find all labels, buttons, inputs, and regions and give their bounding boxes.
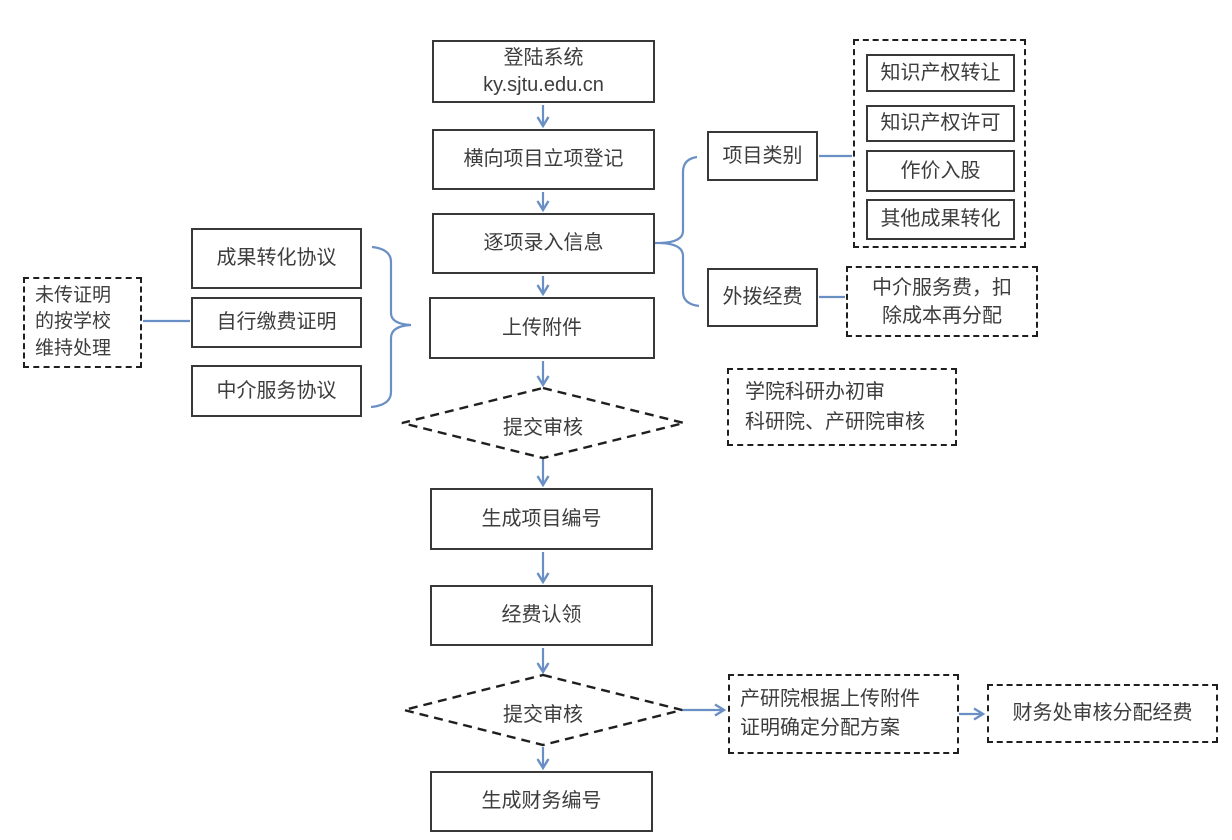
brace-right-branches <box>660 155 700 308</box>
outbound-funds-label: 外拨经费 <box>722 286 803 308</box>
node-project-number: 生成项目编号 <box>430 488 653 550</box>
node-input-info: 逐项录入信息 <box>432 213 655 274</box>
node-input-info-label: 逐项录入信息 <box>483 232 604 254</box>
note-unsent-proof: 未传证明 的按学校 维持处理 <box>23 277 142 368</box>
category-other-label: 其他成果转化 <box>880 208 1001 230</box>
node-project-number-label: 生成项目编号 <box>481 507 602 530</box>
attachment-payment-label: 自行缴费证明 <box>216 311 337 333</box>
node-upload: 上传附件 <box>429 297 655 359</box>
node-category-equity: 作价入股 <box>866 150 1015 192</box>
category-equity-label: 作价入股 <box>900 159 981 182</box>
label-review-1: 提交审核 <box>503 417 583 439</box>
node-category-ip-license: 知识产权许可 <box>866 105 1015 142</box>
note-review-steps: 学院科研办初审 科研院、产研院审核 <box>727 368 957 446</box>
note-allocation-line1: 产研院根据上传附件 <box>740 688 920 710</box>
flow-arrows <box>536 105 986 771</box>
note-review-line1: 学院科研办初审 <box>745 381 885 403</box>
note-broker-fee: 中介服务费，扣 除成本再分配 <box>846 266 1038 337</box>
label-review-2: 提交审核 <box>503 704 583 726</box>
node-login-url: ky.sjtu.edu.cn <box>483 73 604 96</box>
note-unsent-line1: 未传证明 <box>35 284 112 306</box>
node-outbound-funds: 外拨经费 <box>707 268 818 327</box>
note-allocation-line2: 证明确定分配方案 <box>740 717 900 739</box>
node-attachment-broker-agreement: 中介服务协议 <box>191 365 362 417</box>
note-review-line2: 科研院、产研院审核 <box>745 411 925 433</box>
attachment-broker-label: 中介服务协议 <box>216 379 337 402</box>
category-ip-license-label: 知识产权许可 <box>880 112 1001 134</box>
node-category-ip-transfer: 知识产权转让 <box>866 54 1015 92</box>
project-category-label: 项目类别 <box>722 144 803 167</box>
node-attachment-self-payment: 自行缴费证明 <box>191 297 362 348</box>
node-category-other: 其他成果转化 <box>866 199 1015 240</box>
node-finance-number-label: 生成财务编号 <box>481 790 602 812</box>
node-login: 登陆系统 ky.sjtu.edu.cn <box>432 40 655 103</box>
node-login-line1: 登陆系统 <box>503 46 584 69</box>
brace-left-attachments <box>370 245 412 409</box>
note-finance-review: 财务处审核分配经费 <box>987 684 1218 743</box>
diamond-review-2 <box>403 673 683 747</box>
node-attachment-transform-agreement: 成果转化协议 <box>191 228 362 289</box>
diamond-review-1 <box>401 386 685 460</box>
node-upload-label: 上传附件 <box>502 316 582 339</box>
note-unsent-line3: 维持处理 <box>35 337 112 359</box>
node-fund-claim: 经费认领 <box>430 585 653 646</box>
node-project-category: 项目类别 <box>707 131 818 181</box>
category-ip-transfer-label: 知识产权转让 <box>880 61 1001 84</box>
attachment-transform-label: 成果转化协议 <box>216 247 337 269</box>
node-fund-claim-label: 经费认领 <box>501 604 582 626</box>
note-broker-fee-line2: 除成本再分配 <box>882 304 1002 327</box>
note-broker-fee-line1: 中介服务费，扣 <box>872 276 1012 299</box>
note-allocation-plan: 产研院根据上传附件 证明确定分配方案 <box>728 674 959 754</box>
node-finance-number: 生成财务编号 <box>430 771 653 832</box>
group-category-options <box>853 39 1026 248</box>
node-register: 横向项目立项登记 <box>432 129 655 190</box>
node-register-label: 横向项目立项登记 <box>463 148 624 170</box>
note-unsent-line2: 的按学校 <box>35 311 112 333</box>
note-finance-review-label: 财务处审核分配经费 <box>1012 702 1193 724</box>
